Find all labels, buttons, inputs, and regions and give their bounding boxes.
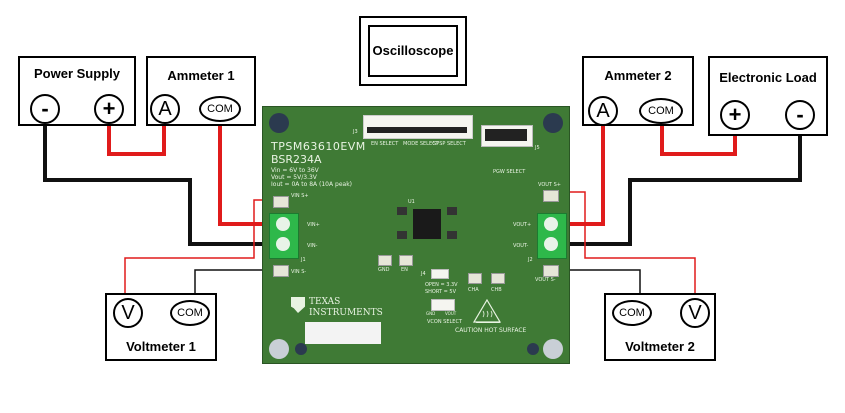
capacitor-c11 bbox=[447, 231, 457, 239]
pad-cha bbox=[468, 273, 482, 284]
wire-ammeter2-com-to-eload-plus bbox=[660, 124, 737, 156]
ti-logo-line1: TEXAS bbox=[309, 297, 341, 307]
label-short: SHORT = 5V bbox=[425, 289, 457, 295]
board-part-number: TPSM63610EVM bbox=[271, 140, 366, 153]
label-vin-minus: VIN- bbox=[307, 243, 318, 249]
label-j5: J5 bbox=[535, 145, 540, 151]
label-vin-sense-minus: VIN S- bbox=[291, 269, 307, 275]
board-spec-iout: Iout = 0A to 8A (10A peak) bbox=[271, 181, 353, 188]
board-revision: BSR234A bbox=[271, 153, 322, 166]
voltmeter2-v-terminal: V bbox=[680, 298, 710, 328]
pad-en bbox=[399, 255, 413, 266]
vin-screw-top bbox=[276, 217, 290, 231]
label-j1: J1 bbox=[301, 257, 306, 263]
vin-sense-minus-pad bbox=[273, 265, 289, 277]
board-spec-vin: Vin = 6V to 36V bbox=[271, 167, 319, 174]
label-spsp-select: SPSP SELECT bbox=[433, 141, 466, 147]
vout-sense-plus-pad bbox=[543, 190, 559, 202]
capacitor-c10 bbox=[447, 207, 457, 215]
vin-sense-plus-pad bbox=[273, 196, 289, 208]
label-j3: J3 bbox=[353, 129, 358, 135]
voltmeter1-title: Voltmeter 1 bbox=[126, 339, 196, 354]
wire-vm2-com-to-vout-sense-minus bbox=[555, 269, 641, 295]
wire-vm2-v-to-vout-sense-plus bbox=[555, 191, 696, 295]
label-mode-select: MODE SELECT bbox=[403, 141, 439, 147]
voltmeter1-com-terminal: COM bbox=[170, 300, 210, 326]
ammeter2-a-terminal: A bbox=[588, 96, 618, 126]
label-vout-minus: VOUT- bbox=[513, 243, 529, 249]
mounting-hole-top-left-2 bbox=[295, 343, 307, 355]
label-open: OPEN = 3.3V bbox=[425, 282, 458, 288]
label-j2: J2 bbox=[528, 257, 533, 263]
label-en-select: EN SELECT bbox=[371, 141, 399, 147]
label-cha: CHA bbox=[468, 287, 479, 293]
wire-ammeter1-com-to-vin-plus bbox=[218, 124, 282, 226]
board-spec-vout: Vout = 5V/3.3V bbox=[271, 174, 317, 181]
label-vcon-select: VCON SELECT bbox=[427, 319, 462, 325]
electronic-load-positive-terminal: + bbox=[720, 100, 750, 130]
mounting-hole-bottom-right bbox=[543, 339, 563, 359]
caution-triangle-icon bbox=[473, 299, 501, 323]
label-vout-plus: VOUT+ bbox=[513, 222, 532, 228]
module-u1 bbox=[413, 209, 441, 239]
jumper-j6 bbox=[431, 299, 455, 311]
wire-ps-plus-to-ammeter1 bbox=[107, 124, 166, 156]
electronic-load-negative-terminal: - bbox=[785, 100, 815, 130]
jumper-j4 bbox=[431, 269, 449, 279]
mounting-hole-top-right bbox=[543, 113, 563, 133]
ti-logo-icon bbox=[291, 297, 305, 313]
power-supply-negative-terminal: - bbox=[30, 94, 60, 124]
wire-vm1-v-to-vin-sense-plus bbox=[124, 199, 276, 295]
voltmeter2-com-terminal: COM bbox=[612, 300, 652, 326]
label-vcon-vout: VOUT bbox=[445, 311, 457, 316]
label-vin-plus: VIN+ bbox=[307, 222, 320, 228]
electronic-load-title: Electronic Load bbox=[719, 70, 817, 85]
vout-sense-minus-pad bbox=[543, 265, 559, 277]
ammeter1-com-terminal: COM bbox=[199, 96, 241, 122]
vin-screw-bottom bbox=[276, 237, 290, 251]
mounting-hole-bottom-right-2 bbox=[527, 343, 539, 355]
label-en: EN bbox=[401, 267, 408, 273]
mounting-hole-bottom-left bbox=[269, 339, 289, 359]
header-j3-pins bbox=[367, 127, 467, 133]
capacitor-c3 bbox=[397, 231, 407, 239]
wire-eload-minus-to-vout-minus bbox=[550, 124, 802, 246]
voltmeter2-title: Voltmeter 2 bbox=[625, 339, 695, 354]
label-chb: CHB bbox=[491, 287, 502, 293]
pad-chb bbox=[491, 273, 505, 284]
ti-logo-line2: INSTRUMENTS bbox=[309, 308, 383, 318]
label-pgw-select: PGW SELECT bbox=[493, 169, 526, 175]
ammeter2-title: Ammeter 2 bbox=[604, 68, 672, 83]
oscilloscope-box: Oscilloscope bbox=[359, 16, 467, 86]
label-gnd: GND bbox=[378, 267, 390, 273]
label-vout-sense-minus: VOUT S- bbox=[535, 277, 556, 283]
label-caution: CAUTION HOT SURFACE bbox=[455, 327, 527, 334]
wire-ps-minus-to-vin-minus bbox=[43, 124, 282, 246]
label-vout-sense-plus: VOUT S+ bbox=[538, 182, 561, 188]
vout-screw-bottom bbox=[544, 237, 558, 251]
label-u1: U1 bbox=[408, 199, 415, 205]
label-vcon-gnd: GND bbox=[426, 311, 436, 316]
evm-board: TPSM63610EVM BSR234A Vin = 6V to 36V Vou… bbox=[262, 106, 570, 364]
pad-gnd bbox=[378, 255, 392, 266]
capacitor-c2 bbox=[397, 207, 407, 215]
oscilloscope-inner-frame: Oscilloscope bbox=[368, 25, 458, 77]
ammeter2-com-terminal: COM bbox=[639, 98, 683, 124]
ammeter1-title: Ammeter 1 bbox=[167, 68, 235, 83]
label-vin-sense-plus: VIN S+ bbox=[291, 193, 309, 199]
header-j5-pins bbox=[485, 129, 527, 141]
wire-vm1-com-to-vin-sense-minus bbox=[194, 269, 276, 295]
power-supply-title: Power Supply bbox=[34, 66, 120, 81]
oscilloscope-title: Oscilloscope bbox=[372, 43, 454, 58]
ammeter1-a-terminal: A bbox=[150, 94, 180, 124]
mounting-hole-top-left bbox=[269, 113, 289, 133]
label-j4: J4 bbox=[421, 271, 426, 277]
vout-screw-top bbox=[544, 217, 558, 231]
board-label-area bbox=[305, 322, 381, 344]
voltmeter1-v-terminal: V bbox=[113, 298, 143, 328]
power-supply-positive-terminal: + bbox=[94, 94, 124, 124]
